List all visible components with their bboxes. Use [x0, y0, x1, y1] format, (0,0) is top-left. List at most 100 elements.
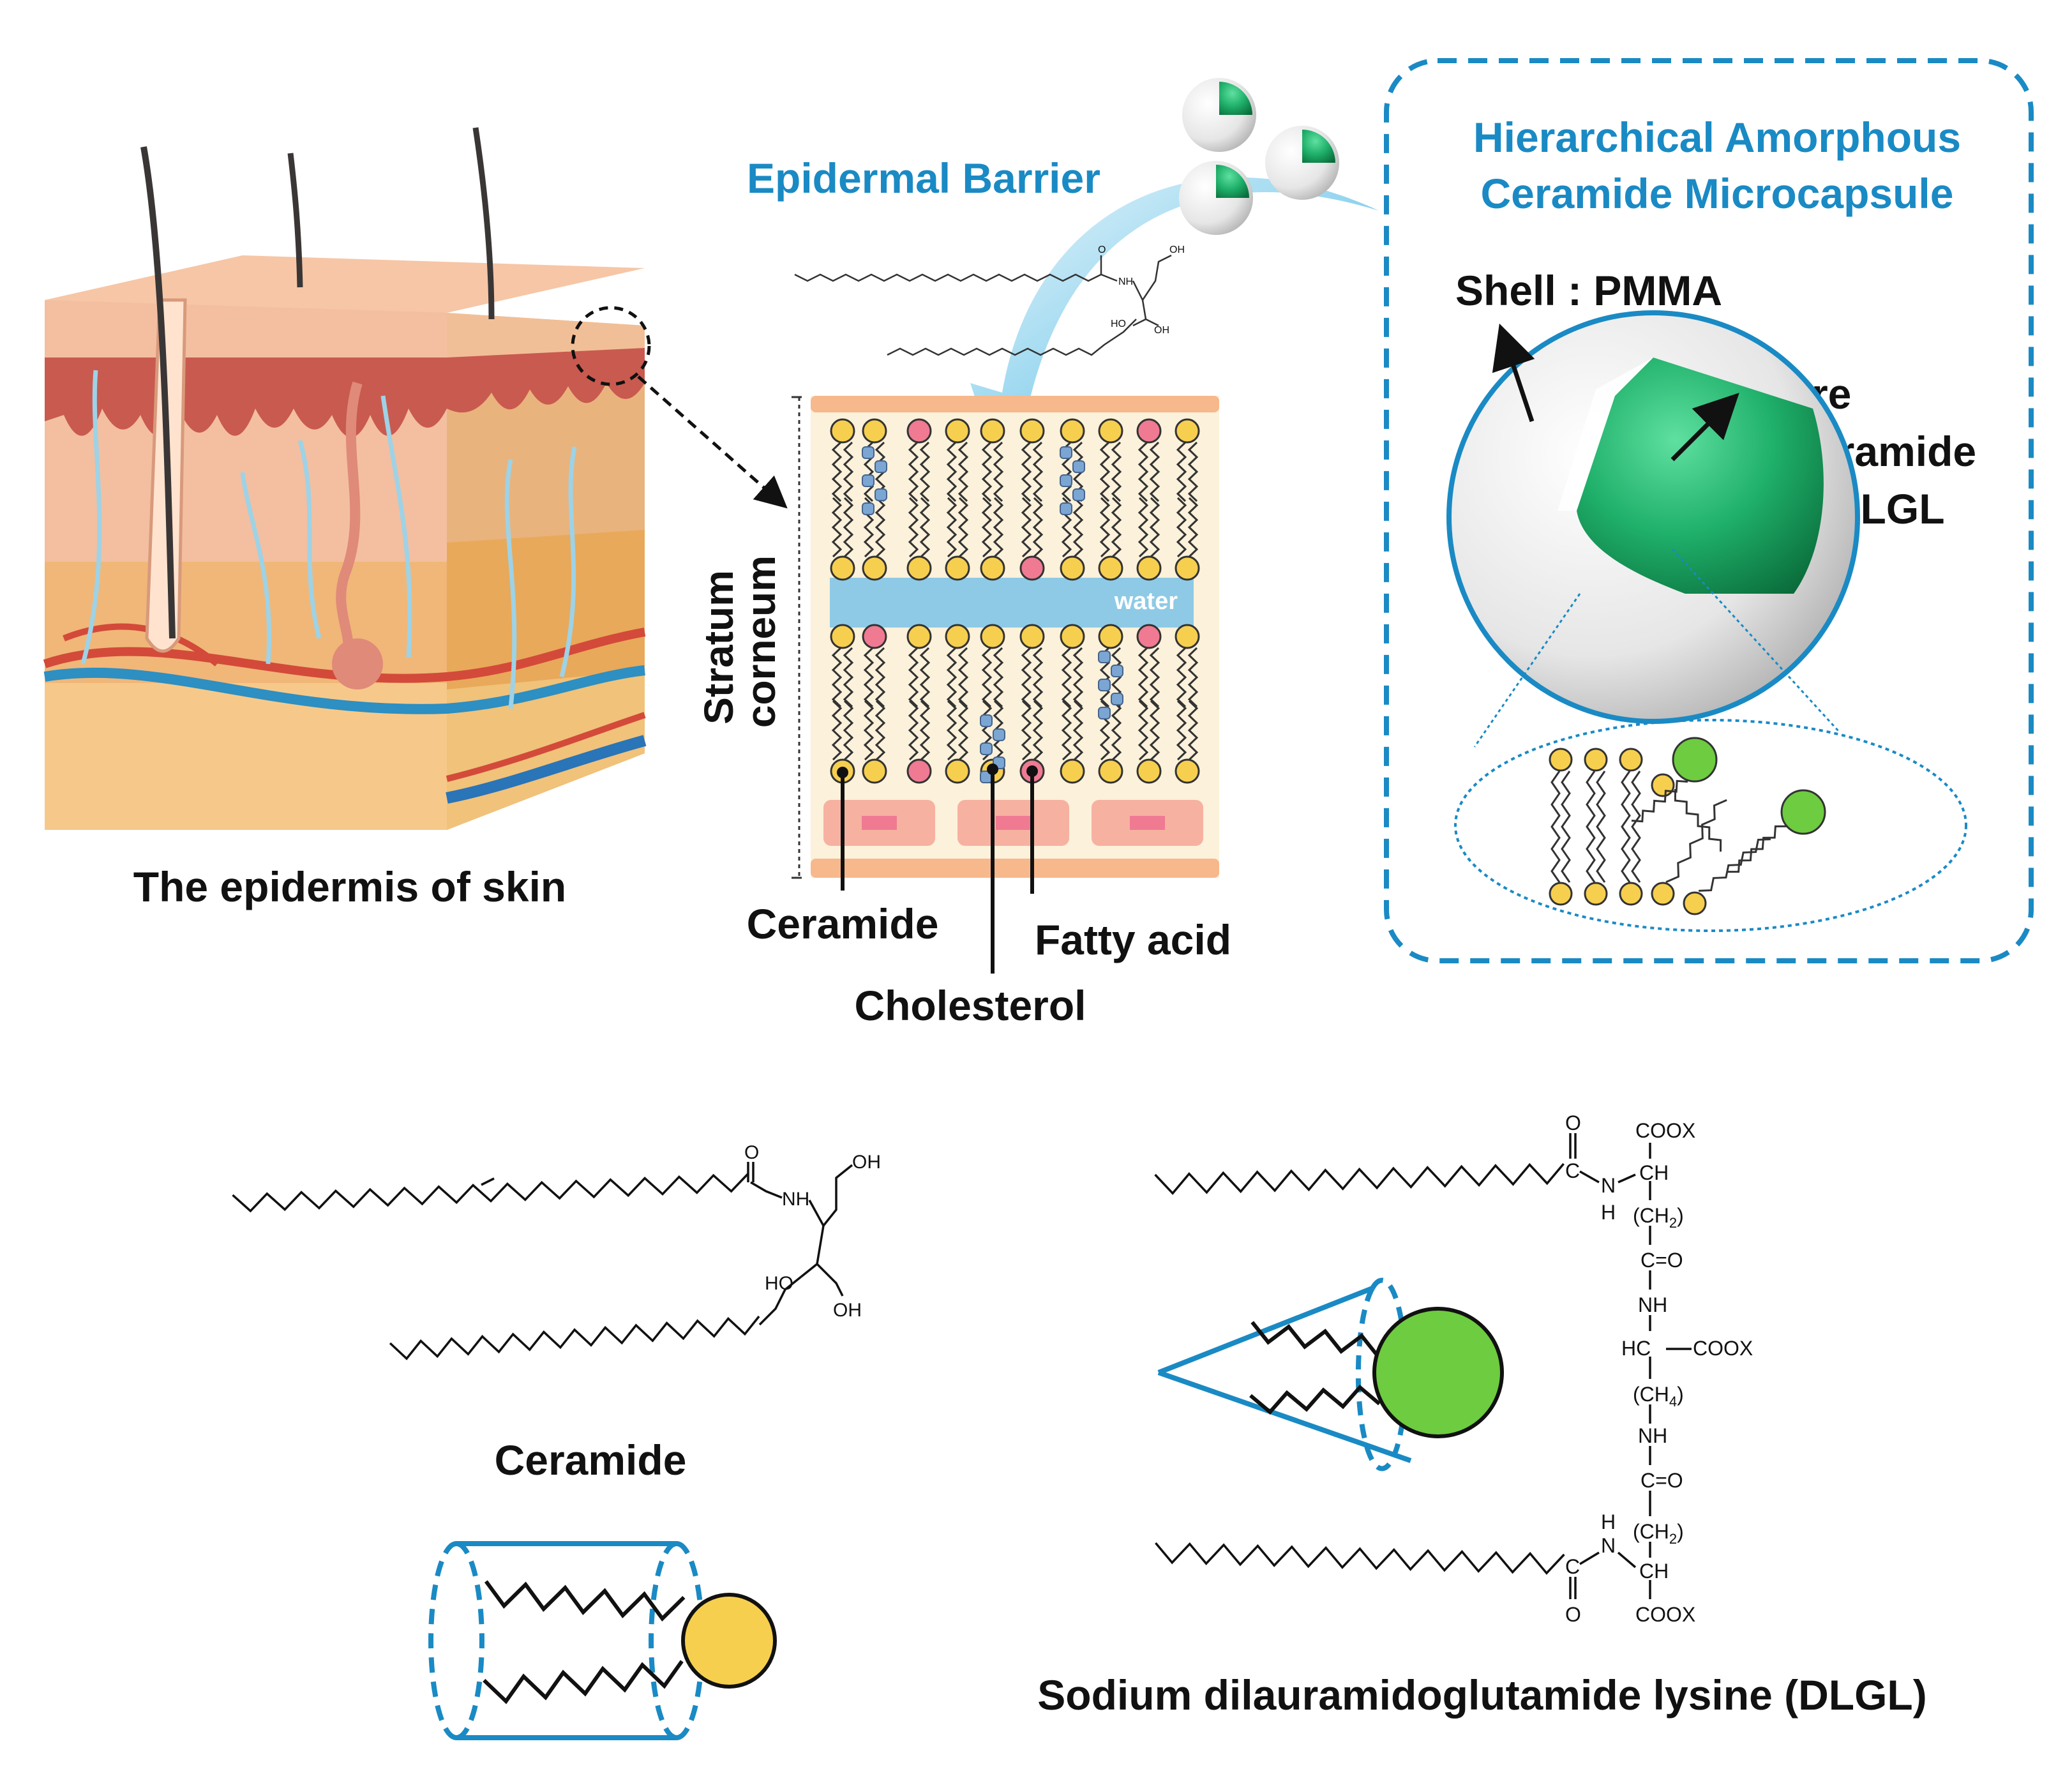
- lipid-tail: [863, 647, 875, 708]
- ceramide-head: [1175, 624, 1200, 649]
- lipid-tail: [1187, 441, 1199, 502]
- cholesterol-ring: [1111, 693, 1123, 705]
- ceramide-head: [830, 624, 855, 649]
- lipid-tail: [1137, 441, 1149, 502]
- dlgl-head-circle: [1372, 1307, 1504, 1438]
- dlgl-coox-3: COOX: [1635, 1603, 1695, 1626]
- ceramide-head: [830, 555, 855, 581]
- legend-ceramide: Ceramide: [747, 900, 939, 947]
- lipid-tail: [1621, 771, 1631, 883]
- lipid-tail: [981, 441, 993, 502]
- skin-illustration: The epidermis of skin: [43, 127, 788, 910]
- lipid-tail: [843, 700, 854, 761]
- cholesterol-ring: [993, 728, 1005, 741]
- lipid-tail: [919, 497, 931, 558]
- cholesterol-ring: [862, 502, 875, 515]
- barrier-arrow: [970, 177, 1379, 460]
- lipid-tail: [1187, 647, 1199, 708]
- stratum-label: Stratum corneum: [696, 555, 784, 728]
- svg-text:HO: HO: [1111, 319, 1126, 329]
- dlgl-c-1: C: [1565, 1159, 1580, 1182]
- skin-top-face: [45, 255, 645, 313]
- lipid-tail: [1032, 497, 1044, 558]
- ceramide-head: [862, 758, 887, 784]
- legend-pointers: [841, 769, 1034, 974]
- ceramide-head: [1549, 882, 1573, 906]
- mini-ceramide-structure: [794, 254, 1172, 356]
- cholesterol-ring: [980, 714, 993, 727]
- dlgl-nh-1: NH: [1638, 1293, 1667, 1316]
- lipid-tail: [1061, 700, 1072, 761]
- microcapsule-title-2: Ceramide Microcapsule: [1481, 170, 1954, 217]
- hair-strand: [287, 153, 303, 288]
- ceramide-oh-top: OH: [852, 1152, 881, 1173]
- ceramide-nh: NH: [782, 1189, 809, 1210]
- lipid-tail: [1665, 799, 1727, 884]
- ceramide-head: [1175, 418, 1200, 444]
- stratum-label-line2: corneum: [738, 555, 784, 728]
- ceramide-head: [1098, 758, 1123, 784]
- ceramide-head: [862, 418, 887, 444]
- ceramide-head: [980, 624, 1005, 649]
- lipid-tail: [1137, 700, 1149, 761]
- lipid-tail: [946, 700, 957, 761]
- ceramide-head: [1136, 555, 1162, 581]
- ceramide-head: [1619, 748, 1643, 772]
- lipid-tail: [1596, 771, 1606, 883]
- lipid-tail: [1021, 647, 1032, 708]
- lipid-tail: [1021, 700, 1032, 761]
- ceramide-ho-left: HO: [765, 1273, 793, 1294]
- dlgl-structure: O COOX C N CH H (CH2) C=O NH HC COOX (CH…: [1037, 1111, 1926, 1719]
- microcapsule-panel: Hierarchical Amorphous Ceramide Microcap…: [1384, 58, 2034, 963]
- cholesterol-ring: [875, 460, 887, 473]
- ceramide-head: [1060, 758, 1085, 784]
- lipid-tail: [863, 700, 875, 761]
- ceramide-head: [1098, 555, 1123, 581]
- lipid-tail: [843, 647, 854, 708]
- lipid-tail: [1550, 771, 1561, 883]
- fatty-acid-head: [1136, 418, 1162, 444]
- capsule-core: [1577, 357, 1824, 594]
- cholesterol-ring: [1072, 488, 1085, 501]
- lipid-tail: [843, 497, 854, 558]
- flying-capsules: [1179, 78, 1339, 235]
- dlgl-n-2: N: [1601, 1534, 1616, 1557]
- lipid-tail: [1149, 647, 1160, 708]
- fatty-acid-head: [906, 418, 932, 444]
- lipid-tail: [1727, 825, 1787, 873]
- ceramide-name: Ceramide: [495, 1436, 687, 1484]
- lipid-tail: [843, 441, 854, 502]
- lipid-tail: [1032, 700, 1044, 761]
- lipid-tail: [1021, 497, 1032, 558]
- cholesterol-ring: [980, 742, 993, 755]
- lipid-tail: [908, 497, 919, 558]
- ceramide-oh-right: OH: [833, 1300, 862, 1321]
- lipid-tail: [1111, 441, 1122, 502]
- zoom-circle: [571, 306, 651, 386]
- dlgl-ch-2: CH: [1639, 1560, 1669, 1583]
- ceramide-head: [1019, 624, 1045, 649]
- fatty-acid-head: [862, 624, 887, 649]
- ceramide-o: O: [744, 1142, 759, 1163]
- dlgl-head: [1672, 737, 1718, 783]
- ceramide-head: [1584, 882, 1608, 906]
- skin-caption: The epidermis of skin: [133, 863, 567, 910]
- svg-text:OH: OH: [1169, 245, 1185, 255]
- ceramide-head: [906, 624, 932, 649]
- dlgl-o-bottom: O: [1565, 1603, 1581, 1626]
- lipid-tail: [1061, 647, 1072, 708]
- ceramide-head: [1098, 418, 1123, 444]
- lipid-tail: [1099, 441, 1111, 502]
- cholesterol-ring: [862, 446, 875, 459]
- stratum-label-line1: Stratum: [696, 570, 742, 725]
- ceramide-head: [1060, 555, 1085, 581]
- fatty-acid-head: [1136, 624, 1162, 649]
- dlgl-o-top: O: [1565, 1111, 1581, 1134]
- lipid-tail: [831, 497, 843, 558]
- lipid-tail: [1111, 700, 1122, 761]
- lipid-tail: [908, 647, 919, 708]
- ceramide-head: [1060, 624, 1085, 649]
- lipid-tail: [1674, 788, 1722, 852]
- lipid-tail: [1149, 700, 1160, 761]
